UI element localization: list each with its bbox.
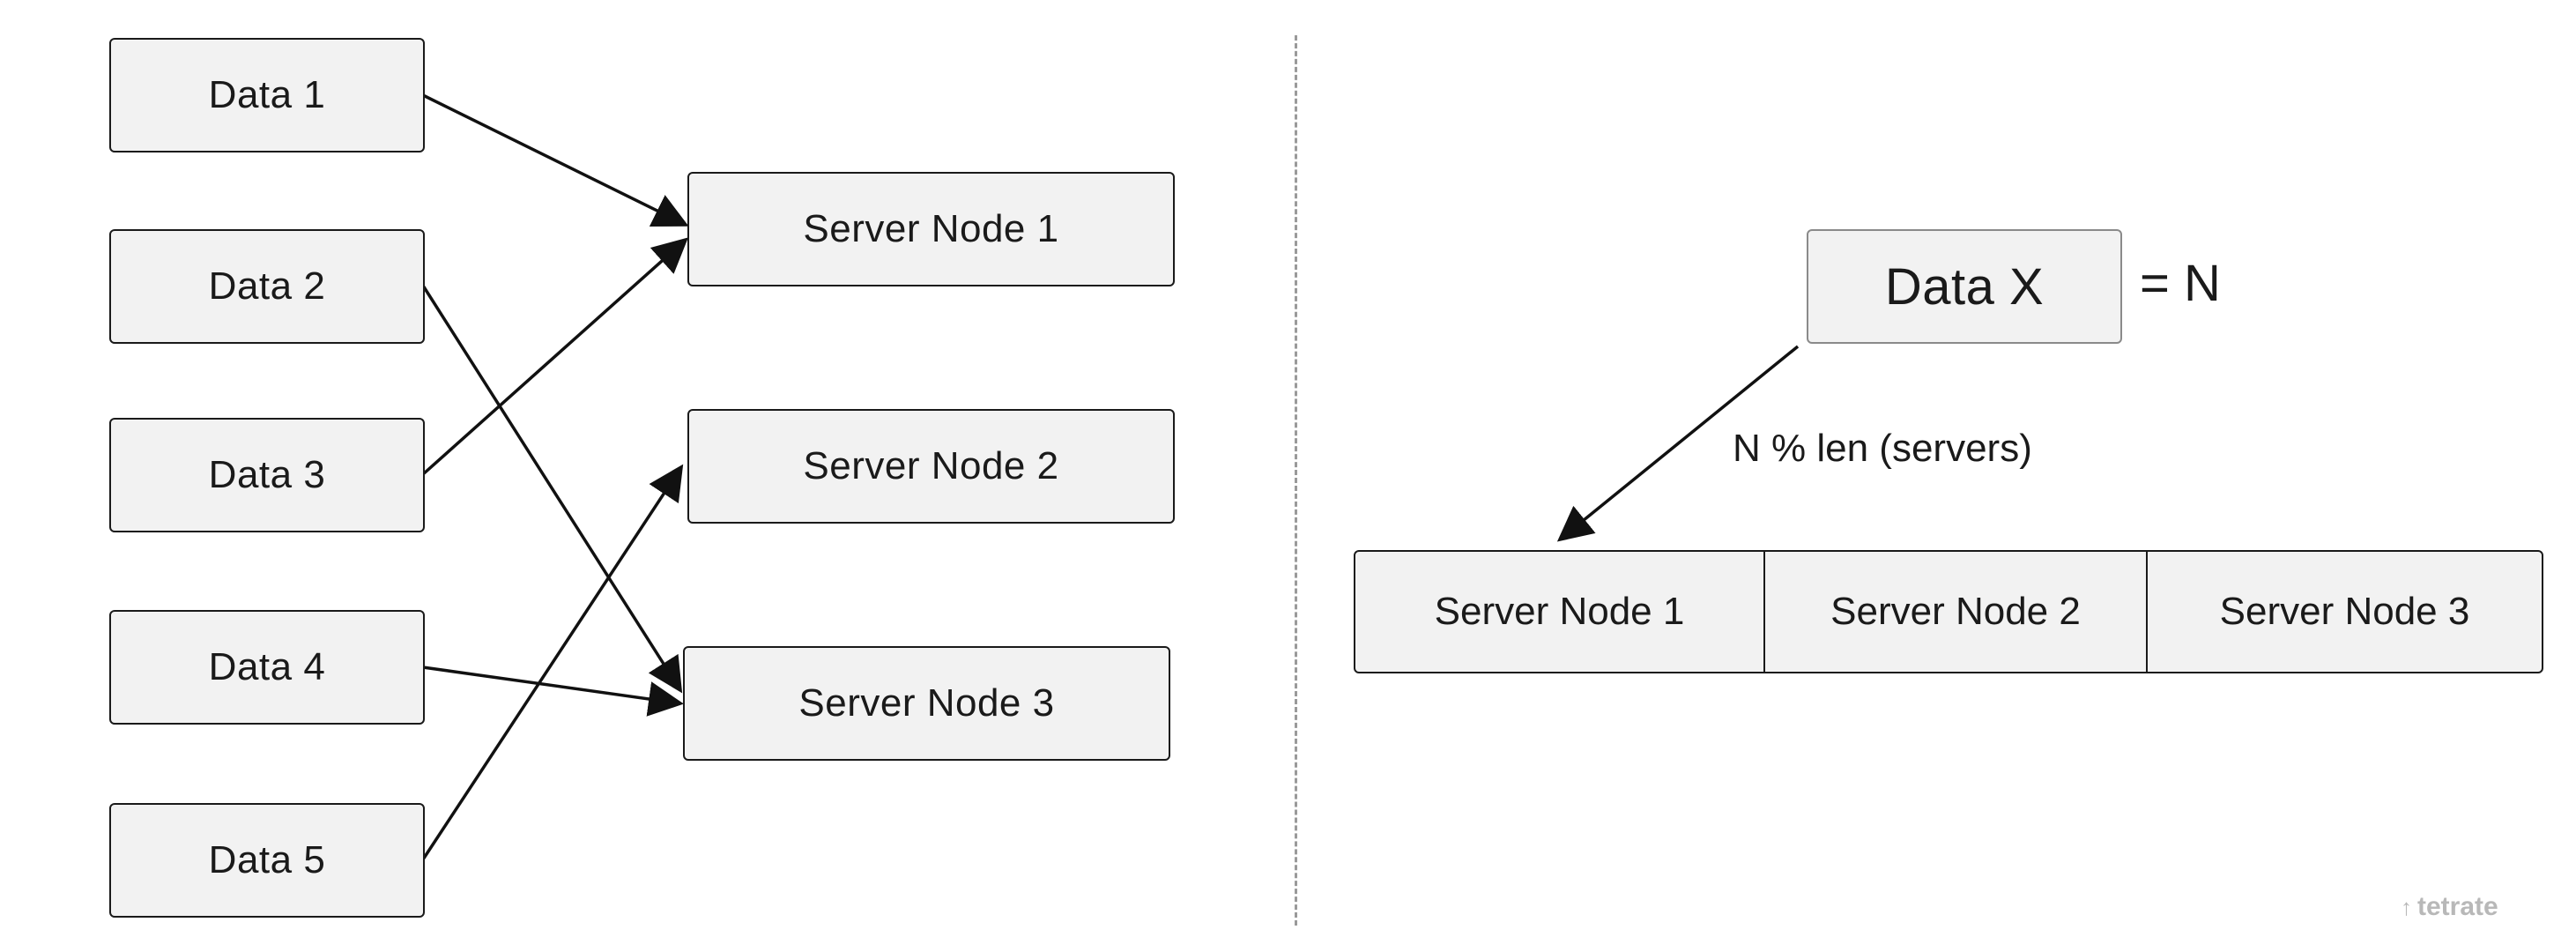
data-box-label: Data 4 <box>208 645 326 688</box>
up-arrow-icon: ↑ <box>2401 893 2412 920</box>
strip-cell-server-node-3: Server Node 3 <box>2146 552 2542 672</box>
strip-cell-server-node-2: Server Node 2 <box>1763 552 2146 672</box>
data-box-1: Data 1 <box>109 38 425 152</box>
arrow-datax-to-strip <box>1556 345 1800 542</box>
data-box-label: Data 1 <box>208 73 326 116</box>
modulo-formula-label: N % len (servers) <box>1733 427 2032 470</box>
data-x-label: Data X <box>1884 257 2045 316</box>
server-node-label: Server Node 2 <box>803 444 1059 487</box>
server-node-box-3: Server Node 3 <box>683 646 1170 761</box>
panel-divider <box>1295 35 1297 926</box>
server-strip: Server Node 1 Server Node 2 Server Node … <box>1354 550 2543 673</box>
strip-cell-label: Server Node 2 <box>1830 590 2081 633</box>
data-box-label: Data 3 <box>208 453 326 496</box>
server-node-box-1: Server Node 1 <box>687 172 1175 286</box>
strip-cell-label: Server Node 1 <box>1434 590 1685 633</box>
server-node-label: Server Node 1 <box>803 207 1059 250</box>
server-node-label: Server Node 3 <box>798 681 1055 725</box>
arrow-data2-to-server3 <box>421 285 683 694</box>
arrow-data5-to-server2 <box>421 464 684 860</box>
data-x-box: Data X <box>1807 229 2122 344</box>
arrow-data1-to-server1 <box>422 93 689 227</box>
arrow-data4-to-server3 <box>422 666 684 717</box>
strip-cell-label: Server Node 3 <box>2219 590 2470 633</box>
tetrate-logo: ↑ tetrate <box>2401 892 2498 922</box>
data-box-3: Data 3 <box>109 418 425 532</box>
equals-n-label: = N <box>2140 255 2221 312</box>
server-node-box-2: Server Node 2 <box>687 409 1175 524</box>
data-box-label: Data 2 <box>208 264 326 308</box>
arrow-data3-to-server1 <box>421 237 688 476</box>
data-box-2: Data 2 <box>109 229 425 344</box>
data-box-label: Data 5 <box>208 838 326 881</box>
logo-text: tetrate <box>2417 892 2498 921</box>
data-box-4: Data 4 <box>109 610 425 725</box>
data-box-5: Data 5 <box>109 803 425 918</box>
strip-cell-server-node-1: Server Node 1 <box>1355 552 1763 672</box>
